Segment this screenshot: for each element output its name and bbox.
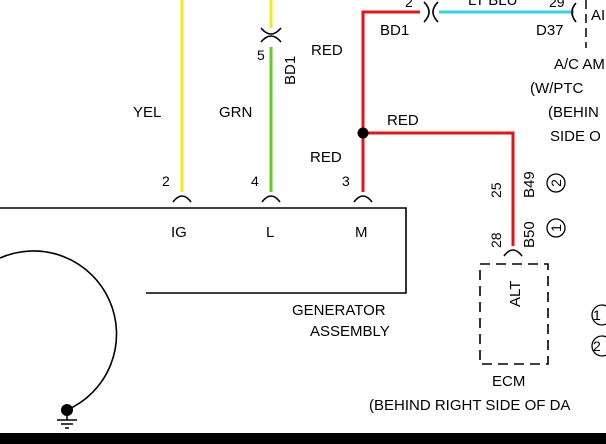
ac-amp-line1: A/C AM: [554, 56, 605, 73]
bd1-vertical-connector: [260, 27, 282, 43]
ground-dot: [61, 404, 73, 416]
pin-ig-connector: [172, 195, 192, 203]
pin-m-number: 3: [342, 173, 350, 189]
legend-circle-2: [591, 335, 606, 357]
pin-m-connector: [353, 195, 373, 203]
d37-pin: 29: [549, 0, 565, 10]
ecm-location: (BEHIND RIGHT SIDE OF DA: [369, 397, 570, 414]
ac-amp-line3: (BEHIN: [548, 104, 599, 121]
legend-circle-1-number: 1: [593, 307, 601, 323]
generator-label-line2: ASSEMBLY: [310, 323, 390, 340]
ecm-alt-connector: [503, 249, 523, 257]
red-wire-branch: [363, 131, 515, 246]
b49-pin: 25: [488, 182, 504, 198]
red-lower-label: RED: [310, 149, 342, 166]
pin-l-connector: [261, 195, 281, 203]
bd1-horizontal-connector: [423, 1, 439, 23]
pin-l-number: 4: [251, 173, 259, 189]
red-wire-main: [361, 10, 420, 192]
yel-wire-label: YEL: [133, 104, 161, 121]
d37-name: D37: [536, 22, 564, 39]
legend-circle-2-number: 2: [593, 338, 601, 354]
b49-circle-number: 2: [548, 179, 564, 187]
ecm-box: [479, 263, 549, 365]
ac-amp-line2: (W/PTC: [530, 80, 583, 97]
b50-name: B50: [521, 221, 538, 248]
ground-icon: [57, 416, 77, 429]
b50-pin: 28: [488, 232, 504, 248]
ac-amp-line4: SIDE O: [550, 128, 601, 145]
pin-ig-number: 2: [162, 173, 170, 189]
ecm-alt-terminal: ALT: [507, 281, 524, 307]
ac-amp-partial-label: AI: [591, 7, 605, 24]
generator-assembly-box: [0, 207, 407, 294]
bd1-vertical-pin: 5: [257, 47, 265, 63]
pin-ig-name: IG: [171, 224, 187, 241]
bottom-border: [0, 433, 606, 444]
grn-wire-label: GRN: [219, 104, 252, 121]
bd1-vertical-name: BD1: [282, 56, 299, 85]
legend-circle-1: [591, 304, 606, 326]
d37-connector: [571, 2, 577, 23]
lt-blu-label: LT BLU: [468, 0, 517, 9]
b50-circle: [546, 218, 566, 238]
red-branch-label: RED: [387, 112, 419, 129]
generator-circle: [0, 250, 118, 411]
pin-l-name: L: [266, 224, 274, 241]
pin-m-name: M: [355, 224, 368, 241]
ecm-label: ECM: [492, 373, 525, 390]
bd1-horizontal-pin: 2: [405, 0, 413, 10]
bd1-horizontal-name: BD1: [380, 22, 409, 39]
b50-circle-number: 1: [548, 224, 564, 232]
red-upper-label: RED: [311, 42, 343, 59]
b49-circle: [546, 173, 566, 193]
b49-name: B49: [521, 171, 538, 198]
junction-dot: [357, 127, 369, 139]
generator-label-line1: GENERATOR: [292, 302, 386, 319]
